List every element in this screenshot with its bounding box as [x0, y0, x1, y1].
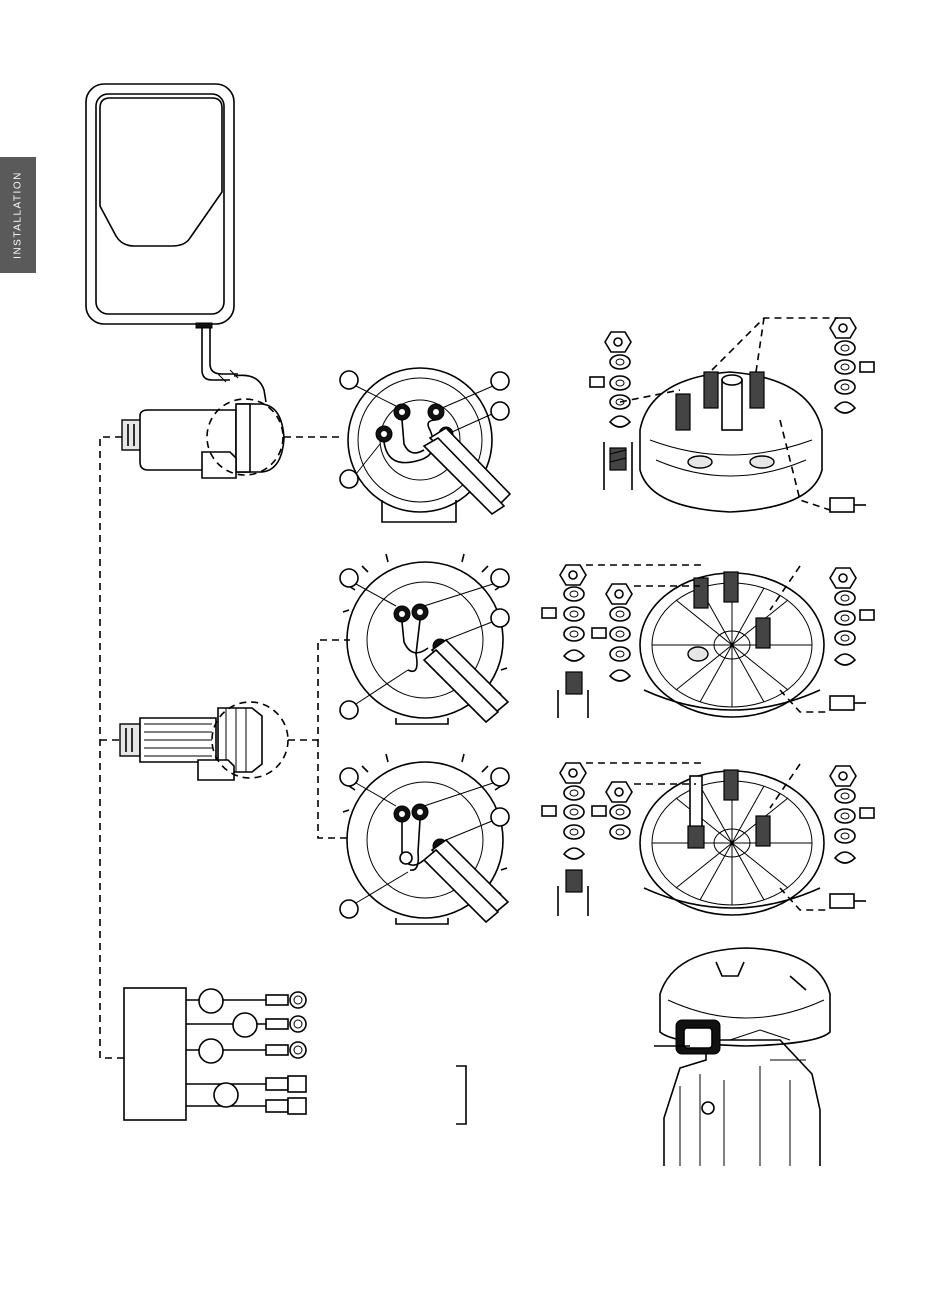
hardware-stack-top — [590, 318, 874, 512]
link-cell-b-to-terminal-3 — [318, 740, 350, 838]
hardware-stack-lower — [542, 763, 874, 916]
hardware-stack-middle — [542, 565, 874, 718]
cell-terminal-view-3 — [340, 754, 509, 924]
junction-box — [124, 988, 466, 1124]
cell-type-b — [120, 702, 288, 780]
control-box — [86, 84, 266, 402]
cable-connector-closeup — [654, 948, 830, 1166]
cell-type-a — [122, 399, 284, 478]
cell-terminal-view-2 — [340, 554, 509, 724]
cell-terminal-view-1 — [340, 368, 510, 522]
link-cell-b-to-terminal-2 — [288, 640, 350, 740]
